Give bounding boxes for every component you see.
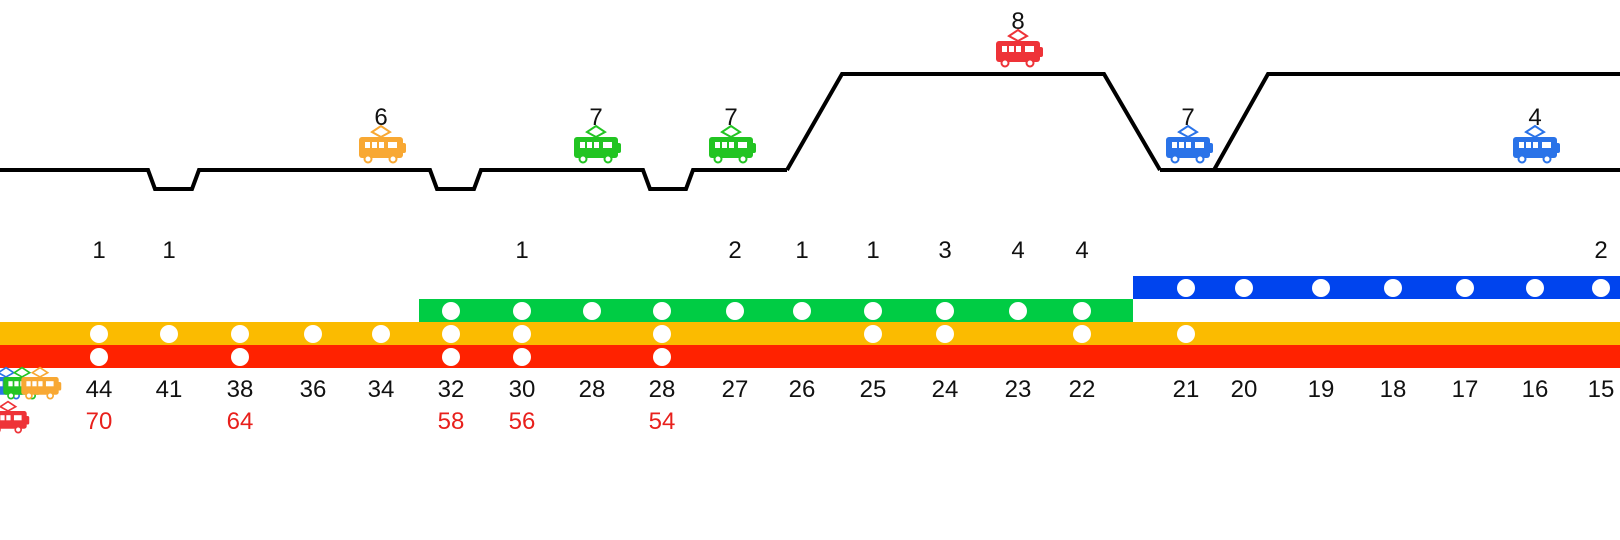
tram-markers: 6 7 7 8 7 4 xyxy=(359,8,1560,164)
red-number-label: 64 xyxy=(227,408,254,435)
stop-number-label: 32 xyxy=(438,376,465,403)
stop-number-label: 27 xyxy=(722,376,749,403)
stop-dot xyxy=(231,348,249,366)
stop-number-label: 28 xyxy=(579,376,606,403)
stop-number-label: 19 xyxy=(1308,376,1335,403)
red-numbers: 70 64 58 56 54 xyxy=(86,408,676,435)
stop-dot xyxy=(442,302,460,320)
stop-dot xyxy=(864,325,882,343)
stop-number-label: 23 xyxy=(1005,376,1032,403)
stop-number-label: 30 xyxy=(509,376,536,403)
count-label: 4 xyxy=(1075,237,1088,264)
stop-dot xyxy=(513,325,531,343)
tram-icon xyxy=(0,400,30,434)
stop-dot xyxy=(442,348,460,366)
stop-dot xyxy=(231,325,249,343)
stop-number-label: 26 xyxy=(789,376,816,403)
stop-dot xyxy=(513,302,531,320)
stop-dot xyxy=(1235,279,1253,297)
stop-number-label: 38 xyxy=(227,376,254,403)
stop-dot xyxy=(1073,302,1091,320)
count-label: 4 xyxy=(1011,237,1024,264)
stop-number-label: 25 xyxy=(860,376,887,403)
red-number-label: 58 xyxy=(438,408,465,435)
tram-icon xyxy=(21,366,62,400)
red-number-label: 56 xyxy=(509,408,536,435)
tram-label: 8 xyxy=(1011,8,1024,35)
tram-label: 7 xyxy=(724,104,737,131)
stop-number-label: 24 xyxy=(932,376,959,403)
stop-number-label: 36 xyxy=(300,376,327,403)
tram-icon xyxy=(1513,124,1560,164)
stop-dot xyxy=(653,325,671,343)
stop-number-label: 44 xyxy=(86,376,113,403)
stop-dot xyxy=(726,302,744,320)
stop-numbers: 44 41 38 36 34 32 30 28 28 27 26 25 24 2… xyxy=(86,376,1615,403)
top-counts: 1 1 1 2 1 1 3 4 4 2 xyxy=(92,237,1607,264)
count-label: 1 xyxy=(162,237,175,264)
stop-number-label: 41 xyxy=(156,376,183,403)
tram-icon xyxy=(709,124,756,164)
stop-dot xyxy=(864,302,882,320)
stop-dot xyxy=(793,302,811,320)
stop-dot xyxy=(1177,279,1195,297)
stop-number-label: 17 xyxy=(1452,376,1479,403)
count-label: 1 xyxy=(866,237,879,264)
stop-dot xyxy=(90,348,108,366)
stop-dot xyxy=(442,325,460,343)
stop-number-label: 22 xyxy=(1069,376,1096,403)
stop-dot xyxy=(1384,279,1402,297)
count-label: 2 xyxy=(728,237,741,264)
stop-number-label: 16 xyxy=(1522,376,1549,403)
stop-dot xyxy=(1312,279,1330,297)
tram-icon xyxy=(996,28,1043,68)
tram-label: 4 xyxy=(1528,104,1541,131)
stop-dot xyxy=(1177,325,1195,343)
stop-dot xyxy=(160,325,178,343)
stop-dot xyxy=(936,325,954,343)
count-label: 1 xyxy=(795,237,808,264)
red-number-label: 70 xyxy=(86,408,113,435)
stop-dot xyxy=(1592,279,1610,297)
stop-number-label: 18 xyxy=(1380,376,1407,403)
count-label: 2 xyxy=(1594,237,1607,264)
stop-dot xyxy=(372,325,390,343)
stop-dot xyxy=(513,348,531,366)
stop-number-label: 21 xyxy=(1173,376,1200,403)
stop-number-label: 20 xyxy=(1231,376,1258,403)
stop-number-label: 28 xyxy=(649,376,676,403)
tram-label: 7 xyxy=(589,104,602,131)
count-label: 1 xyxy=(515,237,528,264)
orange-line-band xyxy=(0,322,1620,345)
tram-label: 6 xyxy=(374,104,387,131)
stop-dot xyxy=(653,348,671,366)
siding-track-2 xyxy=(1212,72,1620,171)
stop-dot xyxy=(1526,279,1544,297)
count-label: 1 xyxy=(92,237,105,264)
stop-dot xyxy=(1073,325,1091,343)
red-line-band xyxy=(0,345,1620,368)
stop-dot xyxy=(583,302,601,320)
main-track xyxy=(0,168,787,191)
tram-icon xyxy=(574,124,621,164)
stop-dot xyxy=(1456,279,1474,297)
blue-line-band xyxy=(1133,276,1620,299)
siding-track-1 xyxy=(785,72,1162,172)
red-number-label: 54 xyxy=(649,408,676,435)
stop-dot xyxy=(304,325,322,343)
stop-number-label: 15 xyxy=(1588,376,1615,403)
stop-dots xyxy=(90,279,1610,366)
tram-label: 7 xyxy=(1181,104,1194,131)
count-label: 3 xyxy=(938,237,951,264)
tram-icon xyxy=(359,124,406,164)
track-outline xyxy=(0,72,1620,191)
stop-dot xyxy=(90,325,108,343)
stop-dot xyxy=(1009,302,1027,320)
stop-dot xyxy=(653,302,671,320)
depot-trams xyxy=(0,366,62,434)
tram-icon xyxy=(1166,124,1213,164)
stop-dot xyxy=(936,302,954,320)
stop-number-label: 34 xyxy=(368,376,395,403)
